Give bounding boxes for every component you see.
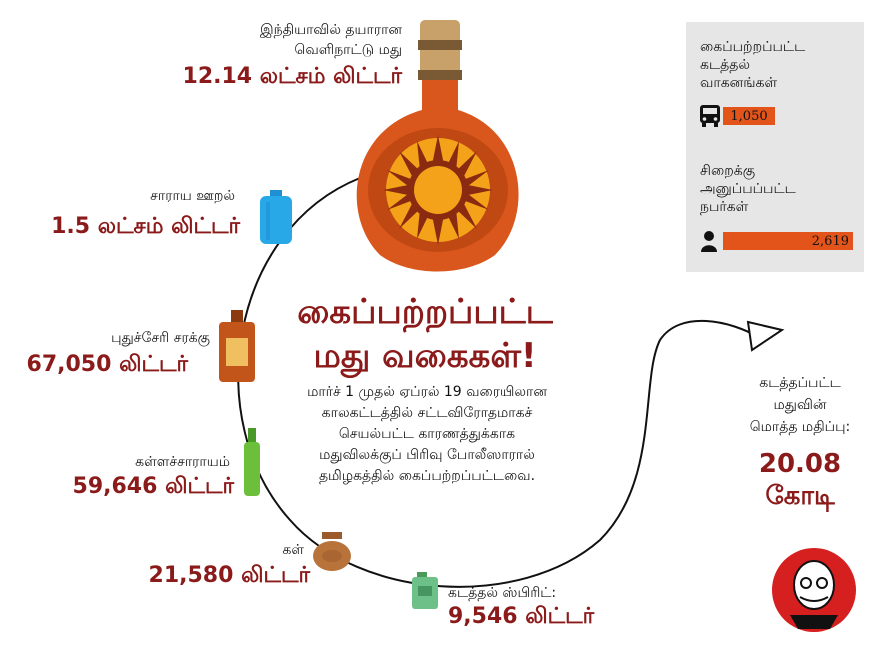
description: மார்ச் 1 முதல் ஏப்ரல் 19 வரையிலான காலகட்… — [262, 382, 592, 487]
spirit-label: கடத்தல் ஸ்பிரிட்: — [448, 585, 557, 601]
arrack-label: கள்ளச்சாராயம் — [135, 454, 230, 470]
toddy-label: கள் — [282, 542, 304, 558]
arrow-head-icon — [746, 320, 785, 352]
vehicles-value: 1,050 — [730, 108, 768, 124]
jailed-value: 2,619 — [811, 233, 849, 249]
total-value-line2: கோடி — [765, 481, 835, 511]
jailed-bar-track: 2,619 — [723, 232, 853, 250]
desc-line: மதுவிலக்குப் பிரிவு போலீஸாரால் — [319, 447, 535, 463]
wash-value: 1.5 லட்சம் லிட்டர் — [51, 214, 240, 239]
desc-line: காலகட்டத்தில் சட்டவிரோதமாகச் — [321, 405, 533, 421]
clay-pot-icon — [313, 532, 351, 571]
vehicles-bar-track: 1,050 — [723, 107, 853, 125]
toddy-value: 21,580 லிட்டர் — [148, 563, 310, 588]
main-title: கைப்பற்றப்பட்ட மது வகைகள்! — [280, 290, 570, 378]
jailed-label: சிறைக்கு அனுப்பப்பட்ட நபர்கள் — [700, 162, 860, 216]
desc-line: தமிழகத்தில் கைப்பற்றப்பட்டவை. — [318, 468, 536, 484]
jailed-label-line: அனுப்பப்பட்ட — [700, 181, 796, 197]
desc-line: மார்ச் 1 முதல் ஏப்ரல் 19 வரையிலான — [307, 384, 547, 400]
jerrycan-icon — [260, 190, 292, 244]
total-value: 20.08 கோடி — [740, 448, 860, 512]
vehicles-label-line: கடத்தல் — [700, 57, 750, 73]
total-label: கடத்தப்பட்ட மதுவின் மொத்த மதிப்பு: — [730, 372, 870, 438]
imfl-label-line1: இந்தியாவில் தயாரான — [260, 22, 402, 38]
imfl-label: இந்தியாவில் தயாரான வெளிநாட்டு மது — [170, 20, 402, 60]
vehicles-bar: 1,050 — [723, 107, 775, 125]
stats-panel — [686, 22, 864, 272]
person-icon — [701, 231, 717, 252]
total-value-line1: 20.08 — [758, 449, 842, 479]
jailed-label-line: சிறைக்கு — [700, 163, 756, 179]
jailed-label-line: நபர்கள் — [700, 199, 749, 215]
total-label-line: மொத்த மதிப்பு: — [749, 419, 851, 435]
liquor-bottle-icon — [219, 310, 255, 382]
arrack-value: 59,646 லிட்டர் — [72, 474, 234, 499]
spirit-value: 9,546 லிட்டர் — [448, 604, 595, 629]
title-line2: மது வகைகள்! — [313, 336, 537, 376]
green-bottle-icon — [244, 428, 260, 496]
puducherry-label: புதுச்சேரி சரக்கு — [111, 330, 210, 346]
imfl-value: 12.14 லட்சம் லிட்டர் — [182, 64, 402, 89]
vehicles-label-line: கைப்பற்றப்பட்ட — [700, 39, 806, 55]
imfl-label-line2: வெளிநாட்டு மது — [294, 42, 402, 58]
spirit-can-icon — [412, 572, 438, 609]
vehicles-label-line: வாகனங்கள் — [700, 75, 778, 91]
bus-icon — [700, 105, 720, 127]
wash-label: சாராய ஊறல் — [150, 188, 235, 204]
total-label-line: கடத்தப்பட்ட — [759, 375, 841, 391]
logo-icon — [772, 548, 856, 632]
jailed-bar: 2,619 — [723, 232, 853, 250]
puducherry-value: 67,050 லிட்டர் — [26, 352, 188, 377]
vehicles-label: கைப்பற்றப்பட்ட கடத்தல் வாகனங்கள் — [700, 38, 860, 92]
brandy-bottle-icon — [356, 20, 519, 272]
desc-line: செயல்பட்ட காரணத்துக்காக — [338, 426, 516, 442]
total-label-line: மதுவின் — [773, 397, 827, 413]
title-line1: கைப்பற்றப்பட்ட — [297, 292, 553, 332]
